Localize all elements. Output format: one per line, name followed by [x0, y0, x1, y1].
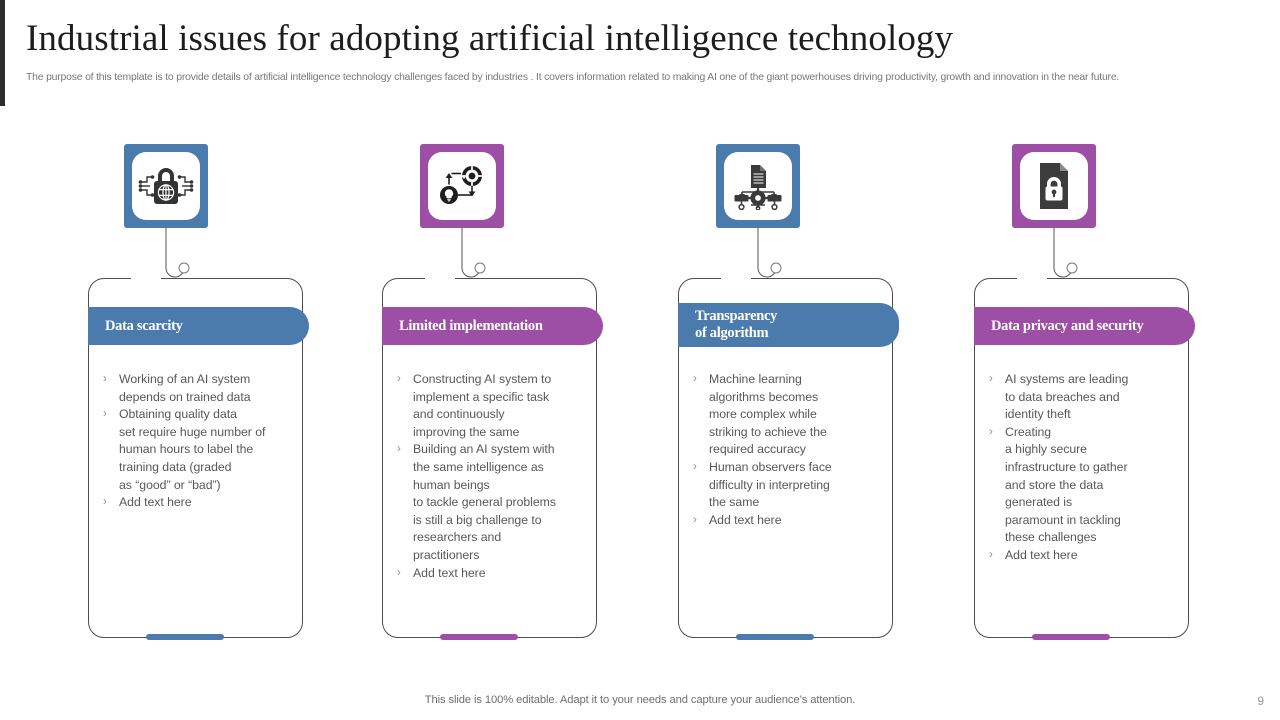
- chevron-right-icon: ›: [989, 373, 993, 385]
- list-item: › Machine learning algorithms becomes mo…: [693, 371, 882, 459]
- bullet-list-data-privacy-and-security: › AI systems are leading to data breache…: [989, 371, 1178, 565]
- icon-tile-data-scarcity[interactable]: [124, 144, 208, 228]
- list-item: › Human observers face difficulty in int…: [693, 459, 882, 512]
- gear-lightbulb-cycle-icon: [428, 152, 496, 220]
- card-title-pill-transparency-of-algorithm: Transparency of algorithm: [678, 303, 899, 347]
- page-subtitle: The purpose of this template is to provi…: [26, 72, 1120, 83]
- card-accent-bar: [146, 634, 224, 640]
- connector-line-3: [757, 228, 782, 278]
- chevron-right-icon: ›: [103, 408, 107, 421]
- chevron-right-icon: ›: [397, 566, 401, 579]
- footer-note: This slide is 100% editable. Adapt it to…: [424, 694, 856, 706]
- list-item[interactable]: › Add text here: [693, 512, 882, 530]
- bullet-text: Add text here: [1005, 547, 1078, 562]
- bullet-text: Machine learning algorithms becomes more…: [709, 372, 827, 457]
- bullet-text: Working of an AI system depends on train…: [119, 372, 251, 404]
- card-title: Limited implementation: [399, 317, 543, 334]
- card-accent-bar: [440, 634, 518, 640]
- chevron-right-icon: ›: [397, 443, 401, 456]
- document-padlock-icon: [1020, 152, 1088, 220]
- list-item: › Working of an AI system depends on tra…: [103, 371, 292, 406]
- list-item: › Creating a highly secure infrastructur…: [989, 424, 1178, 547]
- panel-data-scarcity: Data scarcity › Working of an AI system …: [88, 275, 309, 640]
- icon-tile-data-privacy-and-security[interactable]: [1012, 144, 1096, 228]
- bullet-list-data-scarcity: › Working of an AI system depends on tra…: [103, 371, 292, 512]
- card-title: Data scarcity: [105, 317, 183, 334]
- chevron-right-icon: ›: [989, 548, 993, 561]
- panel-notch-mask: [1017, 275, 1047, 283]
- panel-data-privacy-and-security: Data privacy and security › AI systems a…: [974, 275, 1195, 640]
- chevron-right-icon: ›: [693, 460, 697, 473]
- card-title: Transparency of algorithm: [695, 308, 778, 341]
- panel-notch-mask: [721, 275, 751, 283]
- card-title: Data privacy and security: [991, 317, 1144, 334]
- list-item[interactable]: › Add text here: [989, 547, 1178, 565]
- panel-limited-implementation: Limited implementation › Constructing AI…: [382, 275, 603, 640]
- list-item: › Constructing AI system to implement a …: [397, 371, 586, 441]
- card-accent-bar: [1032, 634, 1110, 640]
- icon-tile-limited-implementation[interactable]: [420, 144, 504, 228]
- chevron-right-icon: ›: [693, 373, 697, 385]
- bullet-text: Constructing AI system to implement a sp…: [413, 372, 552, 439]
- bullet-text: AI systems are leading to data breaches …: [1005, 372, 1129, 422]
- bullet-text: Add text here: [119, 495, 192, 510]
- slide-header: Industrial issues for adopting artificia…: [26, 16, 1254, 85]
- list-item[interactable]: › Add text here: [397, 565, 586, 583]
- bullet-text: Building an AI system with the same inte…: [413, 442, 556, 562]
- card-title-pill-limited-implementation: Limited implementation: [382, 307, 603, 345]
- list-item: › Obtaining quality data set require hug…: [103, 406, 292, 494]
- card-title-pill-data-scarcity: Data scarcity: [88, 307, 309, 345]
- bullet-text: Add text here: [709, 512, 782, 527]
- connector-line-1: [165, 228, 190, 278]
- list-item: › Building an AI system with the same in…: [397, 441, 586, 564]
- panel-notch-mask: [131, 275, 161, 283]
- chevron-right-icon: ›: [103, 496, 107, 509]
- panel-notch-mask: [425, 275, 455, 283]
- icon-tile-transparency-of-algorithm[interactable]: [716, 144, 800, 228]
- bullet-list-limited-implementation: › Constructing AI system to implement a …: [397, 371, 586, 582]
- list-item[interactable]: › Add text here: [103, 494, 292, 512]
- chevron-right-icon: ›: [693, 513, 697, 526]
- chevron-right-icon: ›: [103, 373, 107, 385]
- card-title-pill-data-privacy-and-security: Data privacy and security: [974, 307, 1195, 345]
- list-item: › AI systems are leading to data breache…: [989, 371, 1178, 424]
- chevron-right-icon: ›: [989, 425, 993, 438]
- cards-row: Data scarcity › Working of an AI system …: [0, 138, 1280, 648]
- panel-transparency-of-algorithm: Transparency of algorithm › Machine lear…: [678, 275, 899, 640]
- title-left-accent-rule: [0, 0, 5, 106]
- document-gear-flowchart-icon: [724, 152, 792, 220]
- connector-line-2: [461, 228, 486, 278]
- bullet-list-transparency-of-algorithm: › Machine learning algorithms becomes mo…: [693, 371, 882, 529]
- page-number: 9: [1257, 694, 1264, 708]
- padlock-globe-network-icon: [132, 152, 200, 220]
- bullet-text: Human observers face difficulty in inter…: [709, 459, 832, 510]
- bullet-text: Creating a highly secure infrastructure …: [1005, 424, 1128, 545]
- chevron-right-icon: ›: [397, 373, 401, 385]
- bullet-text: Obtaining quality data set require huge …: [119, 407, 266, 492]
- bullet-text: Add text here: [413, 565, 486, 580]
- page-title: Industrial issues for adopting artificia…: [26, 18, 954, 59]
- card-accent-bar: [736, 634, 814, 640]
- connector-line-4: [1053, 228, 1078, 278]
